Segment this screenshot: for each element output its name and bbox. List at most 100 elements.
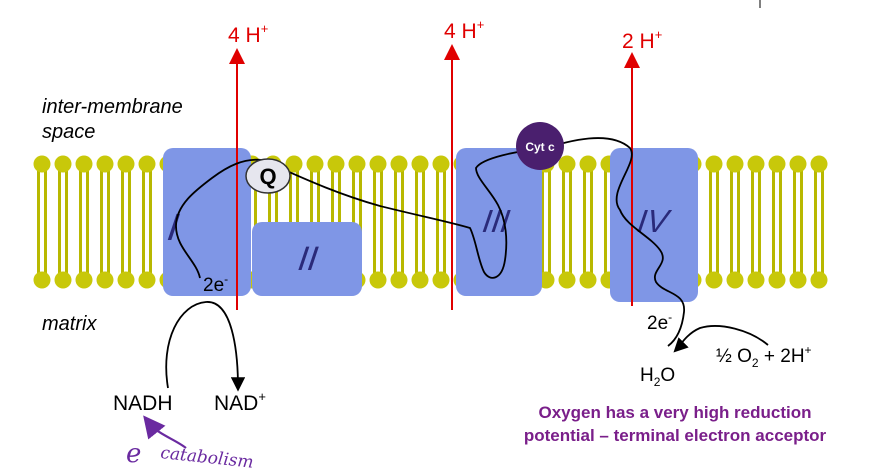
lipid-tail [737, 222, 740, 280]
lipid-tail [751, 222, 754, 280]
lipid-tail [583, 164, 586, 222]
lipid-tail [793, 222, 796, 280]
lipid-head [97, 156, 114, 173]
lipid-tail [758, 164, 761, 222]
lipid-head [97, 272, 114, 289]
lipid-tail [758, 222, 761, 280]
lipid-tail [569, 222, 572, 280]
lipid-tail [814, 164, 817, 222]
lipid-tail [86, 222, 89, 280]
lipid-head [769, 156, 786, 173]
cyt-c-label: Cyt c [525, 140, 555, 154]
lipid-tail [100, 222, 103, 280]
lipid-head [727, 156, 744, 173]
lipid-tail [800, 164, 803, 222]
lipid-tail [772, 164, 775, 222]
lipid-tail [436, 164, 439, 222]
lipid-tail [751, 164, 754, 222]
lipid-head [433, 272, 450, 289]
handwritten-e: e [126, 439, 141, 468]
right-electrons-label: 2e- [647, 310, 672, 334]
lipid-tail [107, 222, 110, 280]
lipid-head [391, 272, 408, 289]
lipid-tail [415, 222, 418, 280]
lipid-head [34, 272, 51, 289]
lipid-tail [352, 164, 355, 222]
lipid-tail [422, 222, 425, 280]
lipid-tail [149, 222, 152, 280]
lipid-tail [149, 164, 152, 222]
lipid-tail [709, 222, 712, 280]
oxygen-note-line1: Oxygen has a very high reduction [538, 403, 811, 422]
lipid-tail [79, 222, 82, 280]
lipid-tail [394, 164, 397, 222]
lipid-tail [79, 164, 82, 222]
nad-label: NAD+ [214, 389, 266, 415]
handwritten-annotation: e catabolism [126, 424, 255, 468]
lipid-head [370, 272, 387, 289]
lipid-tail [100, 164, 103, 222]
lipid-tail [562, 164, 565, 222]
lipid-head [748, 156, 765, 173]
lipid-tail [590, 164, 593, 222]
nadh-oxidation-arrow [166, 302, 238, 388]
lipid-head [790, 272, 807, 289]
lipid-tail [401, 164, 404, 222]
lipid-tail [37, 222, 40, 280]
lipid-head [139, 272, 156, 289]
lipid-head [706, 156, 723, 173]
lipid-head [328, 156, 345, 173]
water-label: H2O [640, 365, 675, 389]
lipid-head [118, 272, 135, 289]
lipid-tail [779, 222, 782, 280]
proton-label-2: 4 H+ [444, 17, 484, 43]
lipid-tail [569, 164, 572, 222]
lipid-tail [58, 164, 61, 222]
lipid-tail [121, 164, 124, 222]
lipid-head [580, 156, 597, 173]
lipid-tail [359, 164, 362, 222]
lipid-tail [44, 164, 47, 222]
lipid-tail [436, 222, 439, 280]
lipid-head [76, 272, 93, 289]
lipid-tail [604, 164, 607, 222]
lipid-tail [65, 164, 68, 222]
lipid-head [811, 156, 828, 173]
lipid-tail [37, 164, 40, 222]
lipid-tail [128, 164, 131, 222]
lipid-head [769, 272, 786, 289]
lipid-tail [814, 222, 817, 280]
lipid-head [412, 156, 429, 173]
lipid-tail [373, 164, 376, 222]
lipid-tail [422, 164, 425, 222]
lipid-head [307, 156, 324, 173]
lipid-head [706, 272, 723, 289]
lipid-tail [394, 222, 397, 280]
lipid-head [55, 156, 72, 173]
intermembrane-label-line1: inter-membrane [42, 96, 183, 118]
lipid-head [139, 156, 156, 173]
lipid-tail [443, 222, 446, 280]
lipid-head [559, 156, 576, 173]
lipid-tail [373, 222, 376, 280]
proton-label-1: 4 H+ [228, 21, 268, 47]
lipid-tail [317, 164, 320, 222]
lipid-tail [142, 164, 145, 222]
lipid-head [811, 272, 828, 289]
lipid-tail [583, 222, 586, 280]
lipid-head [55, 272, 72, 289]
lipid-tail [590, 222, 593, 280]
lipid-tail [443, 164, 446, 222]
lipid-tail [415, 164, 418, 222]
lipid-tail [86, 164, 89, 222]
lipid-tail [128, 222, 131, 280]
lipid-head [118, 156, 135, 173]
lipid-head [412, 272, 429, 289]
lipid-head [349, 156, 366, 173]
lipid-tail [331, 164, 334, 222]
ubiquinone-carrier: Q [246, 159, 290, 193]
lipid-tail [716, 222, 719, 280]
lipid-tail [296, 164, 299, 222]
lipid-head [76, 156, 93, 173]
lipid-head [370, 156, 387, 173]
